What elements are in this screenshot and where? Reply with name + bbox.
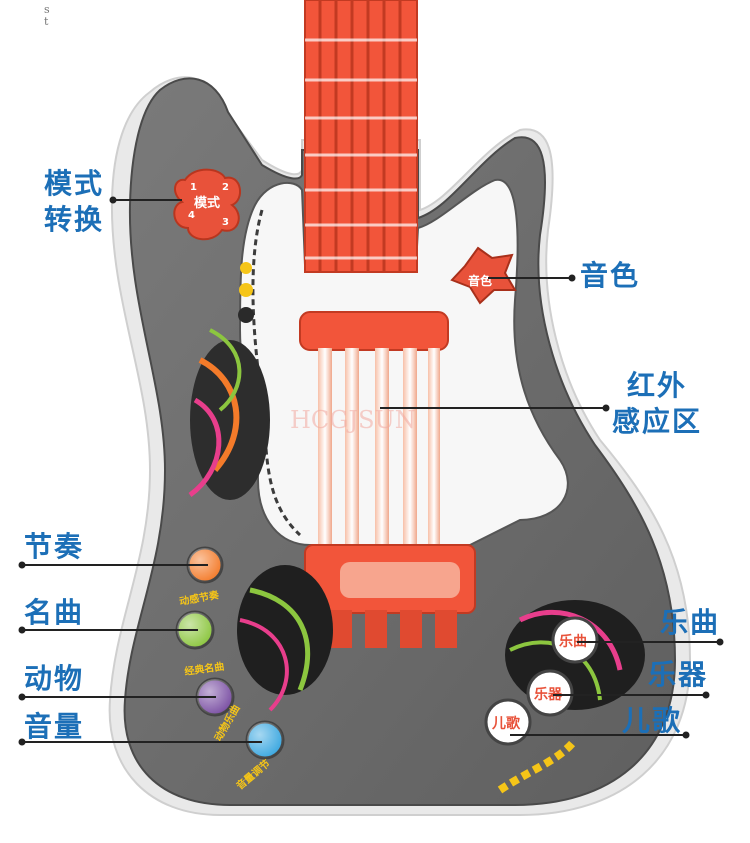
label-infrared-line2: 感应区 xyxy=(612,405,703,438)
label-tone: 音色 xyxy=(580,259,641,292)
instrument-button-text: 乐器 xyxy=(534,686,563,703)
corner-mark-s: s xyxy=(44,3,50,16)
tone-button-text: 音色 xyxy=(468,273,492,288)
children-button-text: 儿歌 xyxy=(491,715,521,732)
label-mode-switch-line1: 模式 xyxy=(44,167,105,200)
label-animals: 动物 xyxy=(24,662,85,695)
music-button[interactable]: 乐曲 xyxy=(551,616,599,664)
label-mode-switch: 模式 转换 xyxy=(44,166,104,238)
label-infrared: 红外 感应区 xyxy=(612,368,702,440)
label-rhythm: 节奏 xyxy=(24,530,85,563)
label-children-songs: 儿歌 xyxy=(622,704,683,737)
label-volume: 音量 xyxy=(24,710,85,743)
left-decoration xyxy=(188,262,333,712)
label-mode-switch-line2: 转换 xyxy=(44,203,105,236)
music-button-text: 乐曲 xyxy=(559,633,587,650)
mode-number-4: 4 xyxy=(188,210,195,221)
corner-marks: s t xyxy=(44,4,50,28)
infrared-sensor-zone xyxy=(299,311,476,648)
volume-button[interactable] xyxy=(245,720,285,760)
label-music: 乐曲 xyxy=(660,606,721,639)
corner-mark-t: t xyxy=(44,15,49,28)
callout-lines xyxy=(18,196,724,746)
mode-switch-button[interactable]: 模式 1 2 3 4 xyxy=(173,168,241,241)
mode-number-1: 1 xyxy=(190,182,197,193)
label-infrared-line1: 红外 xyxy=(627,369,688,402)
children-songs-button[interactable]: 儿歌 xyxy=(484,698,532,746)
mode-number-3: 3 xyxy=(222,217,229,228)
instruments-button[interactable]: 乐器 xyxy=(526,669,574,717)
fretboard xyxy=(304,0,418,273)
watermark: HCGJSUN xyxy=(290,406,416,434)
tone-button[interactable]: 音色 xyxy=(450,246,517,305)
mode-number-2: 2 xyxy=(222,182,229,193)
label-famous-songs: 名曲 xyxy=(24,596,85,629)
label-instruments: 乐器 xyxy=(648,658,709,691)
mode-button-text: 模式 xyxy=(194,195,220,211)
